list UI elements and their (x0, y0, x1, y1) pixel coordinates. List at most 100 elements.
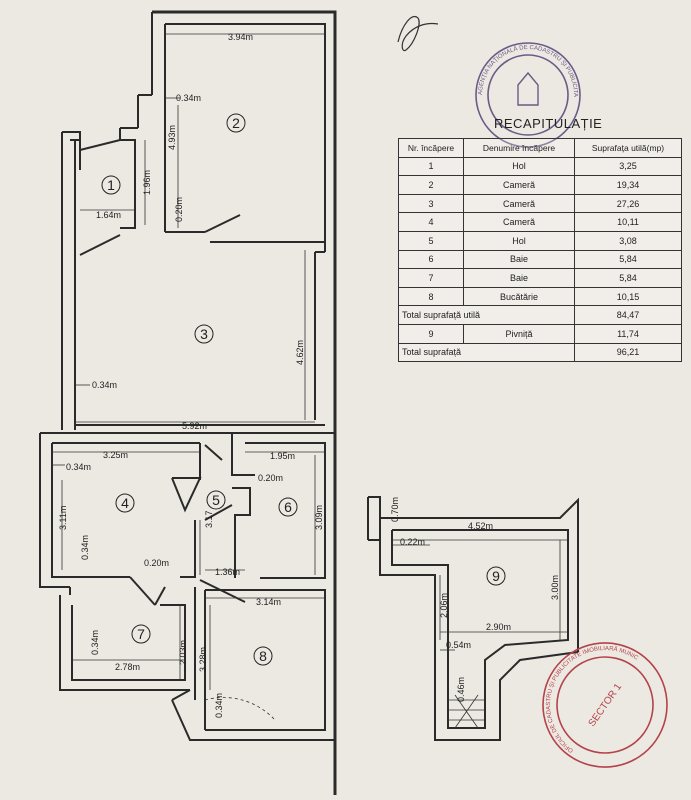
total-value: 96,21 (574, 342, 682, 363)
dim-label: 0.34m (90, 630, 100, 655)
dim-label: 0.20m (258, 473, 283, 483)
dim-label: 0.20m (174, 197, 184, 222)
room-nr-cell: 1 (398, 156, 464, 177)
room-number: 3 (200, 326, 208, 342)
col-header-nr: Nr. încăpere (398, 138, 464, 158)
room-area-cell: 3,08 (574, 230, 682, 251)
dim-label: 1.64m (96, 210, 121, 220)
dim-label: 3.00m (550, 575, 560, 600)
room-number: 8 (259, 648, 267, 664)
dim-label: 3.25m (103, 450, 128, 460)
dim-label: 4.93m (167, 125, 177, 150)
dimension-lines (52, 33, 568, 690)
room-nr-cell: 4 (398, 212, 464, 232)
dimension-labels: 3.94m 0.34m 4.93m 1.96m 1.64m 0.20m 4.62… (58, 32, 560, 718)
total-label: Total suprafață (398, 342, 575, 363)
dim-label: 4.52m (468, 521, 493, 531)
dim-label: 0.34m (176, 93, 201, 103)
dim-label: 3.11m (58, 506, 68, 530)
room-number: 4 (121, 495, 129, 511)
dim-label: 2.06m (439, 593, 449, 618)
dim-label: 0.34m (214, 693, 224, 718)
room-name-cell: Cameră (463, 175, 575, 195)
room-area-cell: 10,15 (574, 286, 682, 307)
dim-label: 0.34m (66, 462, 91, 472)
dim-label: 0.34m (92, 380, 117, 390)
room-name-cell: Pivniță (463, 323, 575, 344)
dim-label: 0.70m (390, 497, 400, 522)
room-name-cell: Cameră (463, 212, 575, 232)
room-nr-cell: 5 (398, 230, 464, 251)
room-number: 5 (212, 492, 220, 508)
basement-plan-walls (367, 496, 579, 741)
total-useful-value: 84,47 (574, 305, 682, 325)
dim-label: 0.54m (446, 640, 471, 650)
room-nr-cell: 3 (398, 193, 464, 214)
room-name-cell: Baie (463, 268, 575, 288)
dim-label: 3.17 (204, 510, 214, 528)
dim-label: 1.96m (142, 170, 152, 195)
signature (397, 16, 439, 52)
recap-title: RECAPITULAȚIE (494, 116, 603, 131)
room-number: 6 (284, 499, 292, 515)
room-number: 1 (107, 177, 115, 193)
room-number: 7 (137, 626, 145, 642)
room-area-cell: 10,11 (574, 212, 682, 232)
room-area-cell: 11,74 (574, 323, 682, 344)
room-nr-cell: 7 (398, 268, 464, 288)
dim-label: 5.92m (182, 421, 207, 431)
room-name-cell: Hol (463, 230, 575, 251)
room-nr-cell: 6 (398, 249, 464, 270)
col-header-name: Denumire încăpere (463, 138, 575, 158)
room-area-cell: 5,84 (574, 249, 682, 270)
room-number: 2 (232, 115, 240, 131)
dim-label: 3.14m (256, 597, 281, 607)
room-nr-cell: 2 (398, 175, 464, 195)
dim-label: 3.94m (228, 32, 253, 42)
svg-text:AGENȚIA NAȚIONALĂ DE CADASTRU: AGENȚIA NAȚIONALĂ DE CADASTRU ȘI PUBLICI… (478, 45, 578, 97)
room-name-cell: Hol (463, 156, 575, 177)
dim-label: 0.34m (80, 535, 90, 560)
room-area-cell: 5,84 (574, 268, 682, 288)
agency-stamp: AGENȚIA NAȚIONALĂ DE CADASTRU ȘI PUBLICI… (475, 42, 581, 148)
room-nr-cell: 8 (398, 286, 464, 307)
stamp-center-text: SECTOR 1 (587, 681, 625, 728)
dim-label: 2.90m (486, 622, 511, 632)
cadastre-stamp: OFICIUL DE CADASTRU ȘI PUBLICITATE IMOBI… (523, 623, 668, 768)
room-name-cell: Baie (463, 249, 575, 270)
total-useful-label: Total suprafață utilă (398, 305, 575, 325)
dim-label: 4.62m (295, 340, 305, 365)
dim-label: 0.46m (456, 677, 466, 702)
room-area-cell: 3,25 (574, 156, 682, 177)
room-number: 9 (492, 568, 500, 584)
room-nr-cell: 9 (398, 323, 464, 344)
dim-label: 2.78m (115, 662, 140, 672)
col-header-area: Suprafața utilă(mp) (574, 138, 682, 158)
dim-label: 0.22m (400, 537, 425, 547)
dim-label: 1.36m (215, 567, 240, 577)
room-name-cell: Bucătărie (463, 286, 575, 307)
dim-label: 3.28m (198, 647, 208, 672)
room-numbers: 1 2 3 4 5 6 7 8 9 (101, 113, 506, 666)
recap-header-row: Nr. încăpere Denumire încăpere Suprafața… (398, 138, 682, 158)
dim-label: 2.03m (178, 640, 188, 665)
main-plan-walls (39, 10, 337, 795)
room-name-cell: Cameră (463, 193, 575, 214)
recap-table: Nr. încăpere Denumire încăpere Suprafața… (398, 138, 682, 363)
room-area-cell: 19,34 (574, 175, 682, 195)
dim-label: 3.09m (314, 505, 324, 530)
dim-label: 0.20m (144, 558, 169, 568)
room-area-cell: 27,26 (574, 193, 682, 214)
